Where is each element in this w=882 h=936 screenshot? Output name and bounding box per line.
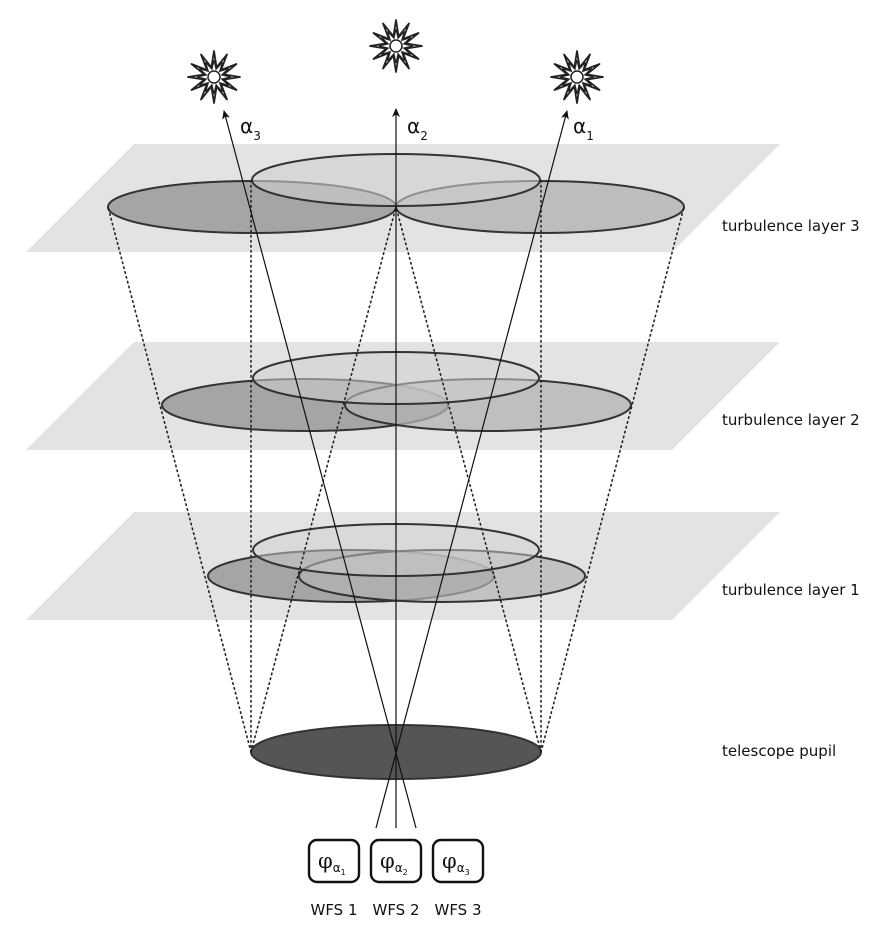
wfs-label: WFS 1 bbox=[310, 901, 357, 919]
wfs-box bbox=[431, 838, 485, 884]
wfs-box bbox=[369, 838, 423, 884]
wfs-symbol: α bbox=[457, 861, 465, 875]
layer-label-1: turbulence layer 1 bbox=[722, 581, 860, 599]
wfs-box bbox=[307, 838, 361, 884]
wfs-phi: φ bbox=[442, 849, 457, 873]
wfs-index: 2 bbox=[403, 868, 408, 877]
direction-label-alpha-1: α1 bbox=[573, 114, 594, 143]
direction-symbol: α bbox=[240, 114, 253, 138]
star-icon bbox=[187, 50, 241, 104]
direction-index: 2 bbox=[420, 129, 428, 143]
wfs-symbol: α bbox=[395, 861, 403, 875]
beam-edge-line bbox=[107, 206, 252, 753]
star-icon bbox=[369, 19, 423, 73]
direction-index: 3 bbox=[253, 129, 261, 143]
svg-text:φα3: φα3 bbox=[442, 849, 470, 877]
ray-alpha-3 bbox=[222, 110, 417, 829]
svg-text:α1: α1 bbox=[573, 114, 594, 143]
layer-label-2: turbulence layer 2 bbox=[722, 411, 860, 429]
star-icon bbox=[550, 50, 604, 104]
direction-label-alpha-2: α2 bbox=[407, 114, 428, 143]
pupil-label: telescope pupil bbox=[722, 742, 836, 760]
direction-rays bbox=[222, 108, 569, 829]
direction-symbol: α bbox=[407, 114, 420, 138]
turbulence-layer-1 bbox=[26, 512, 780, 620]
ray-alpha-1 bbox=[375, 110, 569, 829]
svg-text:φα1: φα1 bbox=[318, 849, 346, 877]
svg-text:α3: α3 bbox=[240, 114, 261, 143]
direction-index: 1 bbox=[586, 129, 594, 143]
turbulence-layer-2 bbox=[26, 342, 780, 450]
turbulence-layer-3 bbox=[26, 144, 780, 252]
wfs-index: 3 bbox=[465, 868, 470, 877]
svg-text:α2: α2 bbox=[407, 114, 428, 143]
wfs-symbol: α bbox=[333, 861, 341, 875]
layer-label-3: turbulence layer 3 bbox=[722, 217, 860, 235]
direction-symbol: α bbox=[573, 114, 586, 138]
guide-stars bbox=[187, 19, 604, 104]
wfs-label: WFS 2 bbox=[372, 901, 419, 919]
beam-edge-line bbox=[250, 206, 397, 753]
direction-label-alpha-3: α3 bbox=[240, 114, 261, 143]
wfs-phi: φ bbox=[380, 849, 395, 873]
wfs-1: φα1 WFS 1 bbox=[307, 838, 361, 919]
wfs-index: 1 bbox=[341, 868, 346, 877]
wfs-2: φα2 WFS 2 bbox=[369, 838, 423, 919]
wfs-label: WFS 3 bbox=[434, 901, 481, 919]
beam-edge-line bbox=[540, 206, 685, 753]
wfs-phi: φ bbox=[318, 849, 333, 873]
wfs-3: φα3 WFS 3 bbox=[431, 838, 485, 919]
svg-text:φα2: φα2 bbox=[380, 849, 408, 877]
